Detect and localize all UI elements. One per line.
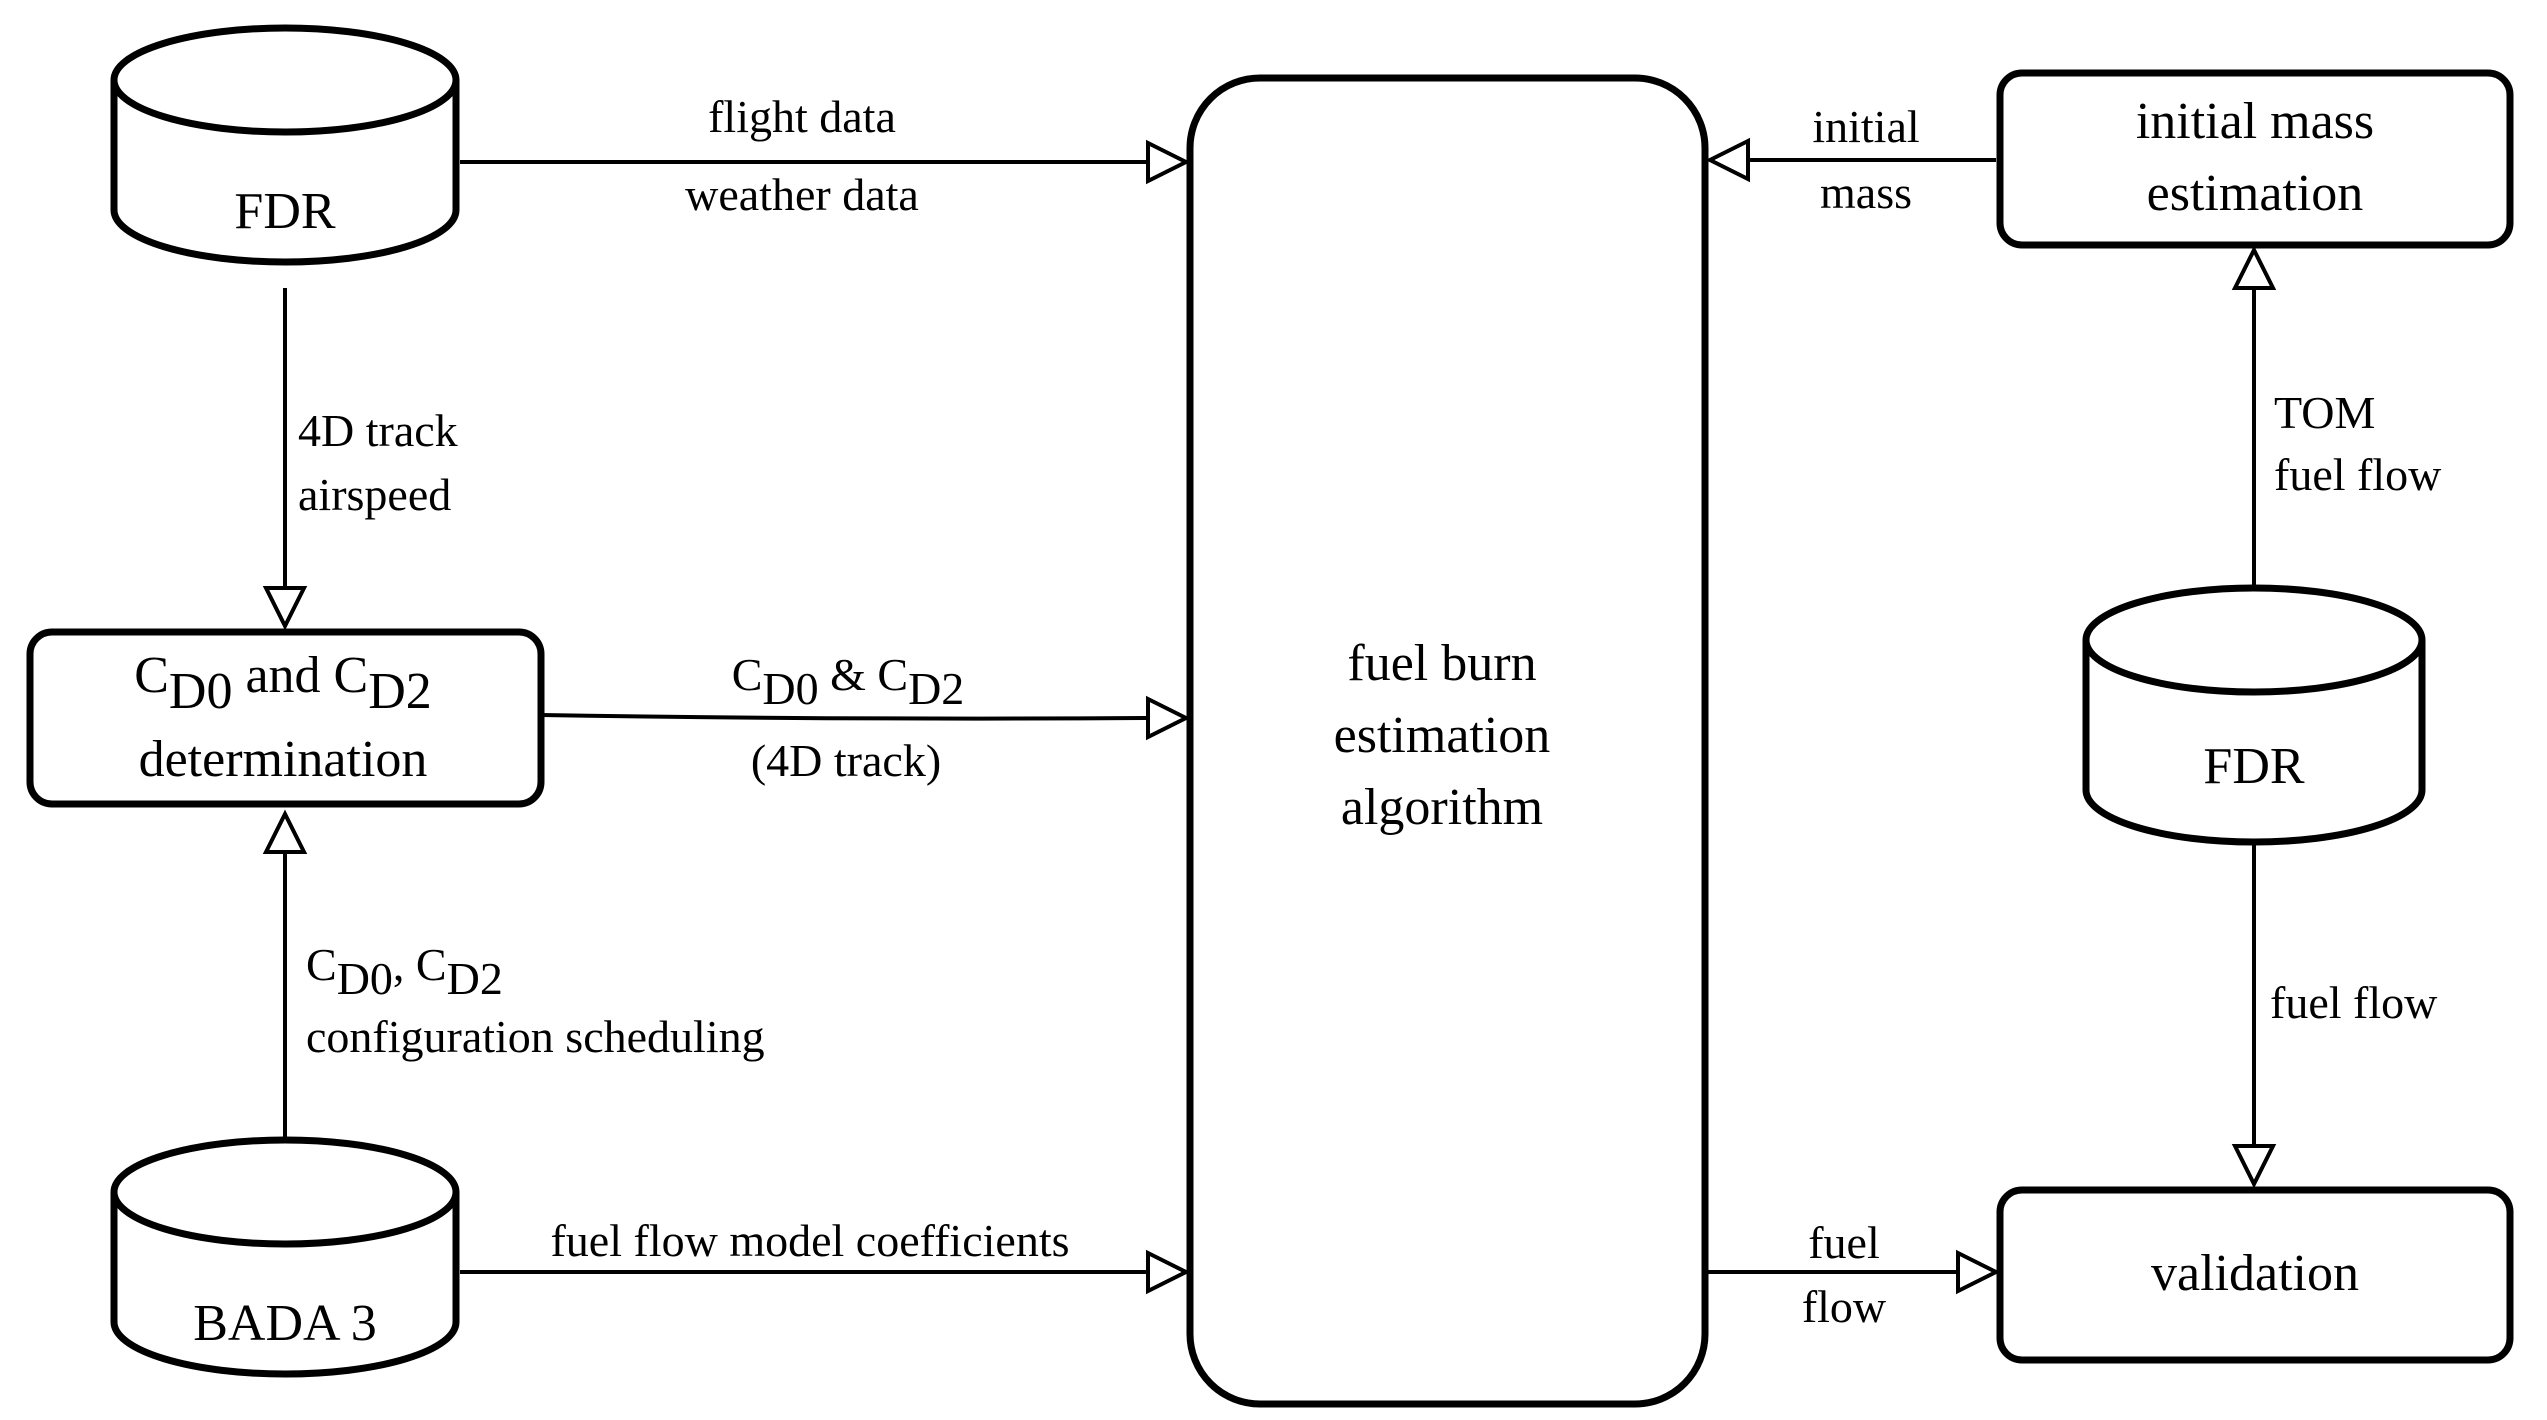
node-bada3: BADA 3 <box>110 1136 460 1378</box>
node-initial-mass: initial mass estimation <box>1996 69 2514 249</box>
label-4d-track-paren: (4D track) <box>751 735 941 786</box>
label-bada-mid: , C <box>393 939 447 990</box>
arrowhead-fdr-right-to-validation <box>2231 1144 2277 1189</box>
arrowhead-mass-to-algorithm <box>1705 137 1750 183</box>
label-bada-sub1: D0 <box>337 953 393 1004</box>
cylinder-top <box>110 1136 460 1248</box>
cd-mid: and C <box>232 647 368 704</box>
label-cd-mid: & C <box>819 649 908 700</box>
arrowhead-fdr-to-algorithm <box>1146 139 1191 185</box>
arrowhead-bada-to-cd <box>262 809 308 854</box>
arrowhead-cd-to-algorithm <box>1146 695 1191 741</box>
label-configuration-scheduling: configuration scheduling <box>306 1011 765 1062</box>
fdr-right-label: FDR <box>2203 738 2304 795</box>
label-mass: mass <box>1820 167 1912 218</box>
label-weather-data: weather data <box>685 169 919 220</box>
label-cd-to-algorithm: CD0 & CD2 <box>732 649 965 714</box>
node-algorithm: fuel burn estimation algorithm <box>1186 74 1709 1408</box>
fdr-top-label: FDR <box>234 183 335 240</box>
node-validation: validation <box>1996 1186 2514 1364</box>
algorithm-line2: estimation <box>1334 707 1551 764</box>
node-fdr-top: FDR <box>110 24 460 266</box>
label-fuel-flow-model-coefficients: fuel flow model coefficients <box>550 1215 1069 1266</box>
initial-mass-line1: initial mass <box>2136 93 2374 150</box>
edge-labels: flight data weather data 4D track airspe… <box>298 91 2442 1332</box>
label-tom: TOM <box>2274 387 2375 438</box>
initial-mass-box <box>1996 69 2514 249</box>
label-fuel-flow-tom: fuel flow <box>2274 449 2442 500</box>
arrowhead-fdr-right-to-mass <box>2231 245 2277 290</box>
bada3-label: BADA 3 <box>193 1295 376 1352</box>
edge-cd-to-algorithm <box>540 713 1153 721</box>
cd-label-line2: determination <box>139 731 428 788</box>
arrowhead-algorithm-to-validation <box>1956 1249 2001 1295</box>
label-bada-c1: C <box>306 939 337 990</box>
cylinder-body <box>2082 640 2426 846</box>
label-bada-to-cd: CD0, CD2 <box>306 939 503 1004</box>
cylinder-top <box>2082 584 2426 696</box>
label-fuel-flow-validation: fuel flow <box>2270 977 2438 1028</box>
label-4d-track: 4D track <box>298 405 458 456</box>
algorithm-line3: algorithm <box>1341 779 1543 836</box>
label-initial: initial <box>1812 101 1919 152</box>
cd-sub2: D2 <box>368 663 432 720</box>
connectors <box>262 137 2277 1295</box>
cd-box <box>26 628 545 808</box>
validation-box <box>1996 1186 2514 1364</box>
initial-mass-line2: estimation <box>2147 165 2364 222</box>
label-airspeed: airspeed <box>298 469 451 520</box>
node-fdr-right: FDR <box>2082 584 2426 846</box>
node-cd-determination: CD0 and CD2 determination <box>26 628 545 808</box>
label-cd-sub1: D0 <box>762 663 818 714</box>
label-flight-data: flight data <box>708 91 896 142</box>
algorithm-box <box>1186 74 1709 1408</box>
validation-label: validation <box>2151 1245 2359 1302</box>
algorithm-line1: fuel burn <box>1347 635 1536 692</box>
cd-c1: C <box>134 647 169 704</box>
cylinder-top <box>110 24 460 136</box>
label-cd-c1: C <box>732 649 763 700</box>
cd-sub1: D0 <box>169 663 233 720</box>
label-cd-sub2: D2 <box>908 663 964 714</box>
arrowhead-bada-to-algorithm <box>1146 1249 1191 1295</box>
label-fuel: fuel <box>1808 1217 1880 1268</box>
label-flow: flow <box>1802 1281 1887 1332</box>
label-bada-sub2: D2 <box>447 953 503 1004</box>
cd-label-line1: CD0 and CD2 <box>134 647 432 720</box>
arrowhead-fdr-to-cd <box>262 586 308 631</box>
